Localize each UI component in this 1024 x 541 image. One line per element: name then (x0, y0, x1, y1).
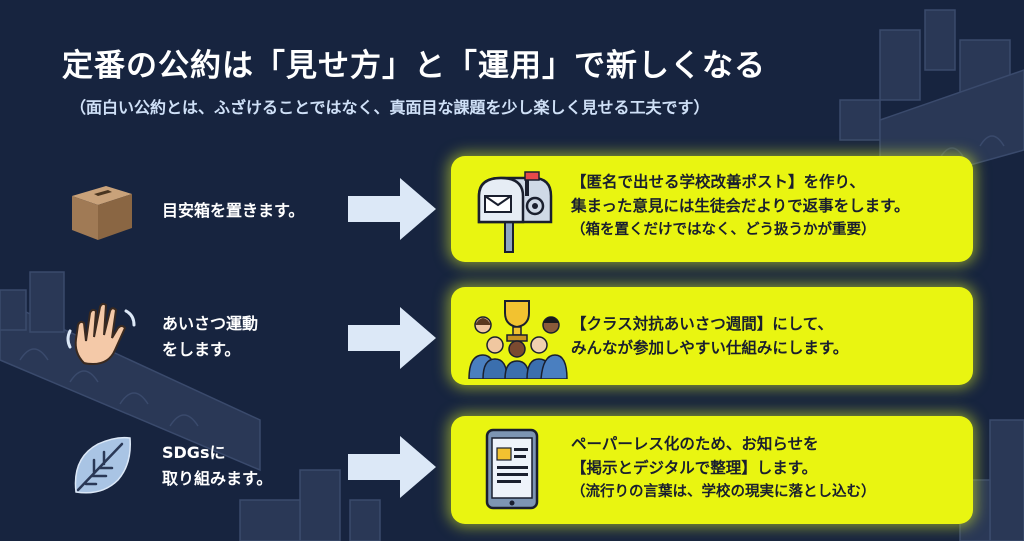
pledge-label-ballot-box: 目安箱を置きます。 (162, 201, 305, 220)
tablet-document-icon (485, 428, 539, 510)
card-line: 集まった意見には生徒会だよりで返事をします。 (571, 197, 910, 215)
card-line: （箱を置くだけではなく、どう扱うかが重要） (571, 222, 876, 238)
right-arrow-icon (348, 178, 436, 240)
leaf-icon (74, 436, 131, 494)
card-line: 【匿名で出せる学校改善ポスト】を作り、 (571, 173, 865, 191)
card-text-paperless: ペーパーレス化のため、お知らせを 【掲示とデジタルで整理】します。 （流行りの言… (571, 432, 963, 504)
right-arrow-icon (348, 436, 436, 498)
pledge-card-suggestion-box: 【匿名で出せる学校改善ポスト】を作り、 集まった意見には生徒会だよりで返事をしま… (451, 156, 973, 262)
pledge-card-greeting-week: 【クラス対抗あいさつ週間】にして、 みんなが参加しやすい仕組みにします。 (451, 287, 973, 385)
students-trophy-icon (468, 300, 568, 379)
card-line: （流行りの言葉は、学校の現実に落とし込む） (571, 484, 876, 500)
card-line: みんなが参加しやすい仕組みにします。 (571, 339, 849, 357)
page-subtitle: （面白い公約とは、ふざけることではなく、真面目な課題を少し楽しく見せる工夫です） (70, 98, 710, 117)
card-text-suggestion-box: 【匿名で出せる学校改善ポスト】を作り、 集まった意見には生徒会だよりで返事をしま… (571, 170, 963, 242)
right-arrow-icon (348, 307, 436, 369)
waving-hand-icon (66, 302, 136, 366)
pledge-label-sdgs: SDGsに 取り組みます。 (162, 443, 273, 488)
pledge-label-greeting: あいさつ運動 をします。 (162, 314, 259, 359)
pledge-card-paperless: ペーパーレス化のため、お知らせを 【掲示とデジタルで整理】します。 （流行りの言… (451, 416, 973, 524)
mailbox-icon (477, 171, 553, 253)
card-text-greeting-week: 【クラス対抗あいさつ週間】にして、 みんなが参加しやすい仕組みにします。 (571, 312, 963, 360)
ballot-box-icon (72, 186, 132, 240)
page-title: 定番の公約は「見せ方」と「運用」で新しくなる (62, 48, 766, 84)
card-line: 【クラス対抗あいさつ週間】にして、 (571, 315, 833, 333)
card-line: 【掲示とデジタルで整理】します。 (571, 459, 818, 477)
card-line: ペーパーレス化のため、お知らせを (571, 435, 819, 453)
